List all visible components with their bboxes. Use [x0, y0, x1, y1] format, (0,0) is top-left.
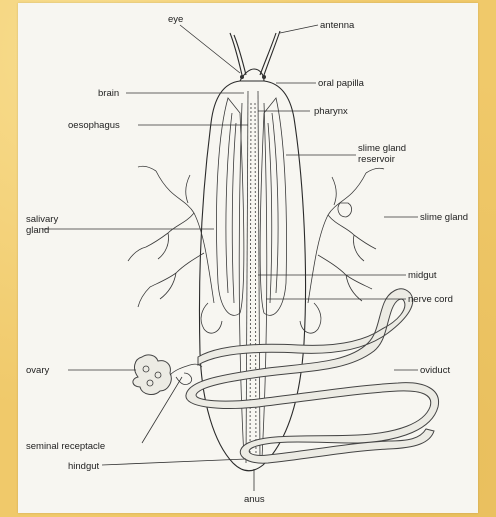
- oviduct: [186, 289, 439, 463]
- ovary: [133, 355, 171, 395]
- label-oviduct: oviduct: [420, 365, 450, 376]
- label-slime-gland-reservoir-1: slime gland: [358, 143, 406, 154]
- label-seminal-receptacle: seminal receptacle: [26, 441, 105, 452]
- label-salivary-gland-1: salivary: [26, 214, 58, 225]
- label-antenna: antenna: [320, 20, 355, 31]
- body-outline: [199, 69, 305, 471]
- eye-dot-left: [240, 75, 244, 79]
- seminal-receptacle: [170, 364, 202, 384]
- label-oral-papilla: oral papilla: [318, 78, 365, 89]
- label-hindgut: hindgut: [68, 461, 100, 472]
- label-oesophagus: oesophagus: [68, 120, 120, 131]
- label-eye: eye: [168, 14, 183, 25]
- anatomy-diagram: eye antenna brain oral papilla oesophagu…: [18, 3, 478, 513]
- slime-gland: [300, 168, 384, 333]
- label-pharynx: pharynx: [314, 106, 348, 117]
- label-ovary: ovary: [26, 365, 49, 376]
- eye-dot-right: [262, 75, 266, 79]
- label-midgut: midgut: [408, 270, 437, 281]
- label-salivary-gland-2: gland: [26, 225, 49, 236]
- salivary-gland: [128, 166, 222, 333]
- label-slime-gland: slime gland: [420, 212, 468, 223]
- label-brain: brain: [98, 88, 119, 99]
- antennae: [230, 31, 280, 75]
- slime-gland-reservoirs: [216, 98, 286, 315]
- label-nerve-cord: nerve cord: [408, 294, 453, 305]
- label-anus: anus: [244, 494, 265, 505]
- label-slime-gland-reservoir-2: reservoir: [358, 154, 395, 165]
